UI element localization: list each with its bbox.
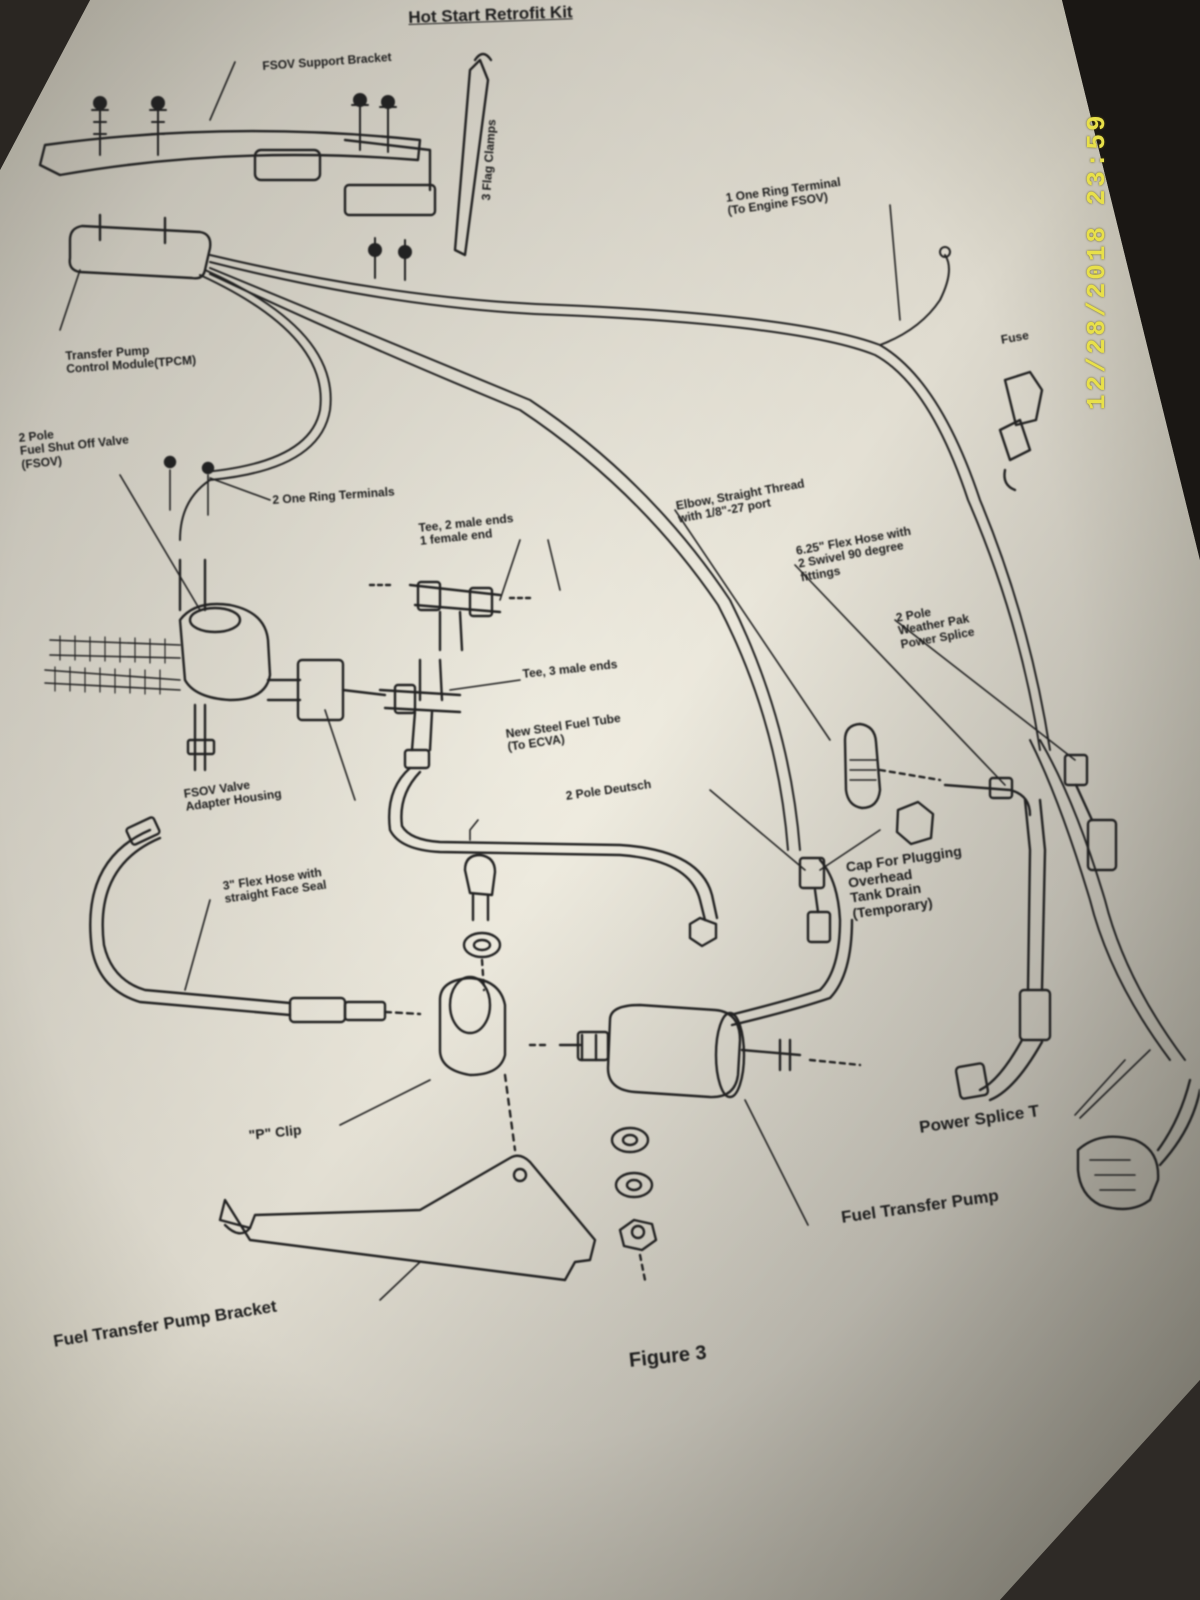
p-clip	[438, 975, 507, 1077]
fuel-transfer-pump	[528, 858, 862, 1099]
bracket-bolts	[91, 93, 412, 281]
washer-nut-stack	[610, 1126, 658, 1282]
deutsch-connector	[798, 856, 832, 944]
wiring-harness	[179, 246, 1186, 1061]
dark-edge-right	[1062, 0, 1200, 560]
date-time-stamp: 12/28/2018 23:59	[1082, 112, 1112, 410]
drain-cap	[895, 800, 935, 846]
clip-bolt	[462, 853, 517, 1152]
tpcm-module	[68, 213, 212, 280]
weather-pak-splice	[1063, 753, 1118, 872]
tee-2male-fitting	[368, 580, 532, 652]
fsov-adapter-housing	[266, 658, 387, 722]
tee-3male-fitting	[378, 658, 462, 770]
dark-corner-br	[1000, 1380, 1200, 1600]
steel-fuel-tube	[388, 766, 719, 948]
flex-hose-3in	[89, 703, 422, 1024]
fuse-holder	[998, 370, 1044, 492]
pump-bracket	[218, 1154, 597, 1282]
flex-hose-625in	[943, 776, 1052, 1102]
elbow-fitting	[843, 722, 942, 810]
dark-corner-tl	[0, 0, 90, 170]
fsov-valve	[44, 455, 272, 702]
power-splice-t	[1076, 1078, 1200, 1211]
leader-lines	[59, 61, 1151, 1301]
flag-clamps	[453, 52, 493, 257]
fsov-support-bracket	[38, 129, 437, 217]
